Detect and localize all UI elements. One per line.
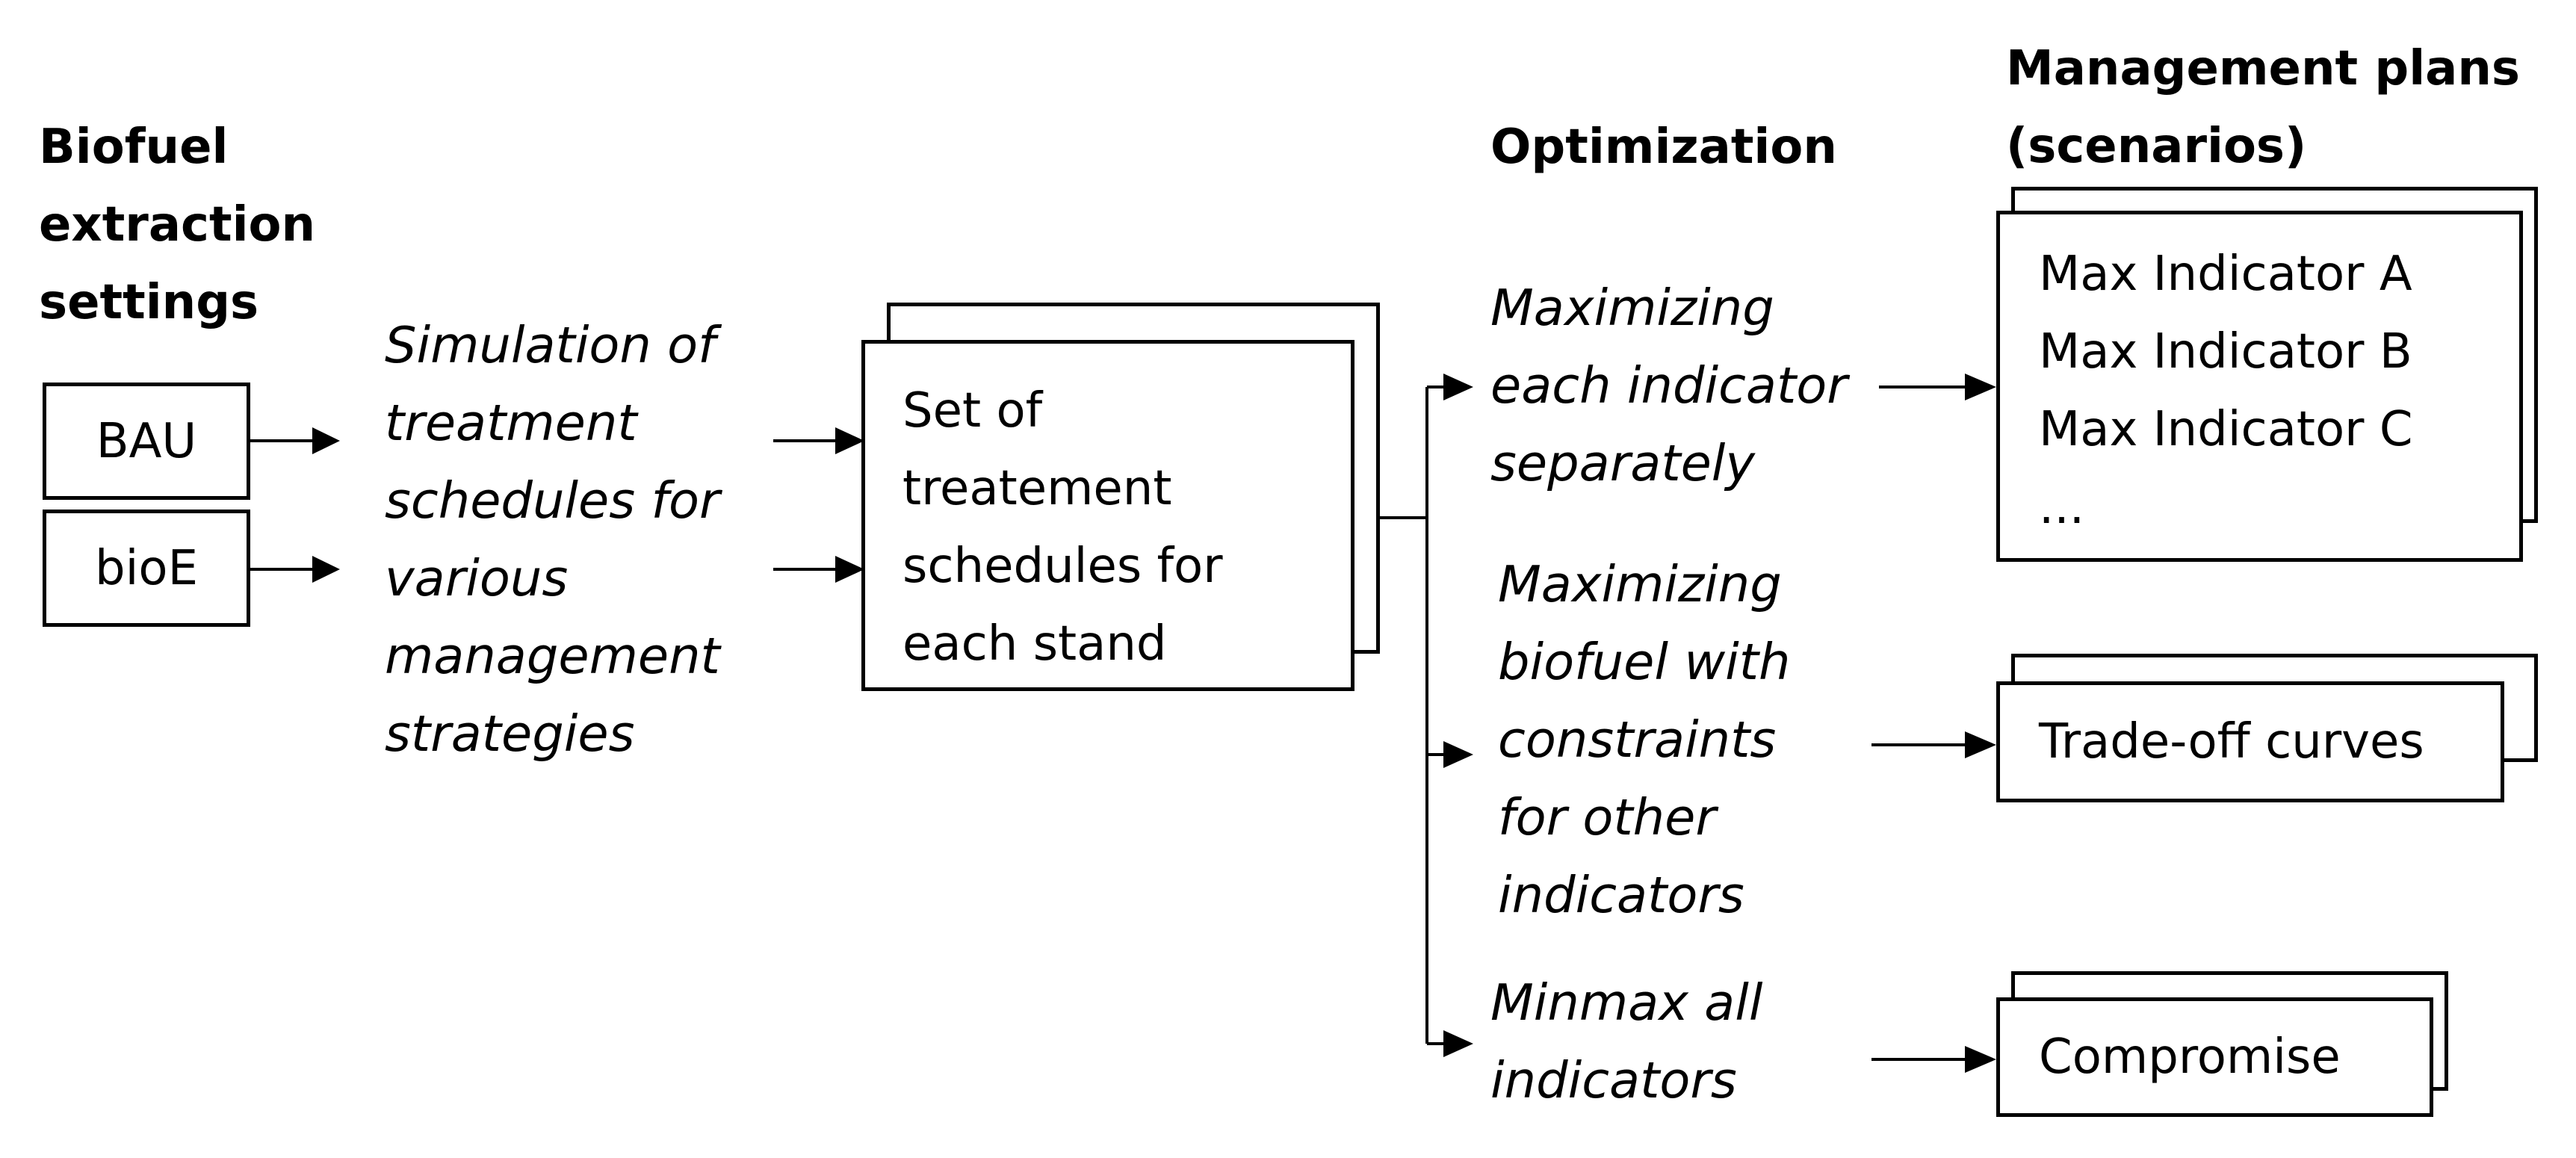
schedules-line: each stand xyxy=(902,616,1167,672)
simulation-line: strategies xyxy=(385,705,635,763)
opt-line: separately xyxy=(1490,434,1756,492)
max-indicator-line: ... xyxy=(2039,480,2085,535)
settings-header: Biofuel extraction settings xyxy=(39,108,315,341)
simulation-line: various xyxy=(385,549,569,607)
optimization-header: Optimization xyxy=(1490,108,1837,186)
optimization-max-each: Maximizing each indicator separately xyxy=(1490,269,1848,502)
max-indicators-box: Max Indicator A Max Indicator B Max Indi… xyxy=(1996,211,2523,562)
bau-label: BAU xyxy=(96,413,197,469)
plans-header-line: (scenarios) xyxy=(2006,119,2307,174)
max-indicator-line: Max Indicator C xyxy=(2039,402,2413,457)
opt-line: biofuel with xyxy=(1498,633,1791,691)
schedules-line: schedules for xyxy=(902,539,1223,594)
opt-line: each indicator xyxy=(1490,356,1848,415)
opt-line: indicators xyxy=(1490,1051,1737,1109)
max-indicator-line: Max Indicator B xyxy=(2039,324,2412,380)
opt-line: Maximizing xyxy=(1498,555,1782,613)
simulation-text: Simulation of treatment schedules for va… xyxy=(385,306,720,772)
schedules-line: treatement xyxy=(902,461,1172,516)
bau-box: BAU xyxy=(43,383,250,500)
schedules-line: Set of xyxy=(902,383,1043,439)
settings-header-line: Biofuel xyxy=(39,120,229,175)
simulation-line: schedules for xyxy=(385,471,720,530)
max-indicator-line: Max Indicator A xyxy=(2039,247,2412,302)
optimization-header-text: Optimization xyxy=(1490,120,1837,175)
simulation-line: Simulation of xyxy=(385,316,716,374)
optimization-minmax: Minmax all indicators xyxy=(1490,964,1762,1119)
bioe-label: bioE xyxy=(95,540,198,596)
plans-header-line: Management plans xyxy=(2006,41,2520,96)
optimization-max-biofuel: Maximizing biofuel with constraints for … xyxy=(1498,545,1790,934)
simulation-line: management xyxy=(385,627,720,685)
opt-line: for other xyxy=(1498,788,1716,846)
opt-line: indicators xyxy=(1498,866,1744,924)
tradeoff-label: Trade-off curves xyxy=(2039,714,2424,770)
schedules-box: Set of treatement schedules for each sta… xyxy=(861,340,1354,691)
compromise-box: Compromise xyxy=(1996,997,2433,1117)
settings-header-line: settings xyxy=(39,275,259,330)
tradeoff-box: Trade-off curves xyxy=(1996,681,2504,802)
opt-line: Maximizing xyxy=(1490,279,1774,337)
settings-header-line: extraction xyxy=(39,197,316,253)
compromise-label: Compromise xyxy=(2039,1029,2341,1085)
plans-header: Management plans (scenarios) xyxy=(2006,30,2520,185)
simulation-line: treatment xyxy=(385,394,637,452)
opt-line: constraints xyxy=(1498,710,1777,769)
bioe-box: bioE xyxy=(43,510,250,627)
opt-line: Minmax all xyxy=(1490,973,1763,1032)
